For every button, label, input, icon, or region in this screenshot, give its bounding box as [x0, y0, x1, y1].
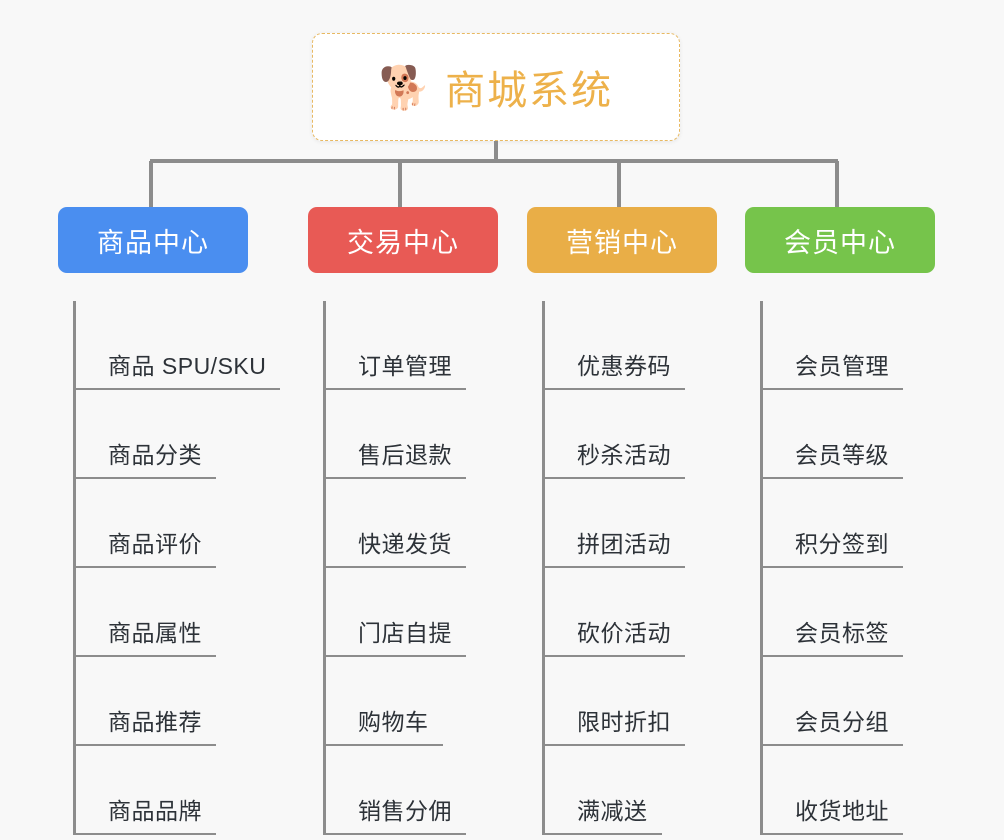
root-node-title: 商城系统	[445, 69, 614, 113]
list-item[interactable]: 商品 SPU/SKU	[76, 301, 281, 390]
list-item-label: 会员等级	[763, 436, 903, 479]
list-item[interactable]: 购物车	[326, 657, 498, 746]
branch-header-member-center[interactable]: 会员中心	[745, 207, 935, 273]
list-item[interactable]: 收货地址	[763, 746, 935, 835]
list-item[interactable]: 商品评价	[76, 479, 248, 568]
branch-column-marketing-center: 营销中心 优惠券码 秒杀活动 拼团活动 砍价活动 限时折扣 满减送	[527, 207, 717, 835]
branch-column-trade-center: 交易中心 订单管理 售后退款 快递发货 门店自提 购物车 销售分佣	[308, 207, 498, 835]
list-item-label: 快递发货	[326, 525, 466, 568]
list-item[interactable]: 满减送	[545, 746, 717, 835]
list-item[interactable]: 售后退款	[326, 390, 498, 479]
list-item-label: 商品 SPU/SKU	[76, 347, 281, 390]
list-item-label: 商品属性	[76, 614, 216, 657]
list-item-label: 秒杀活动	[545, 436, 685, 479]
list-item[interactable]: 限时折扣	[545, 657, 717, 746]
list-item-label: 订单管理	[326, 347, 466, 390]
list-item-label: 拼团活动	[545, 525, 685, 568]
list-item-label: 砍价活动	[545, 614, 685, 657]
shiba-dog-face-icon: 🐕	[378, 64, 432, 111]
branch-header-marketing-center[interactable]: 营销中心	[527, 207, 717, 273]
root-node-shop-system[interactable]: 🐕 商城系统	[312, 33, 680, 141]
list-item-label: 销售分佣	[326, 792, 466, 835]
list-item[interactable]: 会员等级	[763, 390, 935, 479]
list-item[interactable]: 秒杀活动	[545, 390, 717, 479]
list-item[interactable]: 商品品牌	[76, 746, 248, 835]
list-item-label: 收货地址	[763, 792, 903, 835]
branch-items-trade-center: 订单管理 售后退款 快递发货 门店自提 购物车 销售分佣	[323, 301, 498, 835]
list-item[interactable]: 快递发货	[326, 479, 498, 568]
list-item-label: 限时折扣	[545, 703, 685, 746]
list-item-label: 会员分组	[763, 703, 903, 746]
list-item[interactable]: 商品分类	[76, 390, 248, 479]
branch-items-product-center: 商品 SPU/SKU 商品分类 商品评价 商品属性 商品推荐 商品品牌	[73, 301, 281, 835]
branch-items-member-center: 会员管理 会员等级 积分签到 会员标签 会员分组 收货地址	[760, 301, 935, 835]
list-item[interactable]: 会员分组	[763, 657, 935, 746]
list-item[interactable]: 销售分佣	[326, 746, 498, 835]
list-item[interactable]: 订单管理	[326, 301, 498, 390]
list-item-label: 商品推荐	[76, 703, 216, 746]
list-item[interactable]: 拼团活动	[545, 479, 717, 568]
list-item-label: 商品分类	[76, 436, 216, 479]
list-item-label: 会员管理	[763, 347, 903, 390]
list-item[interactable]: 门店自提	[326, 568, 498, 657]
list-item-label: 商品评价	[76, 525, 216, 568]
list-item-label: 售后退款	[326, 436, 466, 479]
list-item[interactable]: 砍价活动	[545, 568, 717, 657]
list-item-label: 积分签到	[763, 525, 903, 568]
branch-header-product-center[interactable]: 商品中心	[58, 207, 248, 273]
list-item[interactable]: 商品属性	[76, 568, 248, 657]
list-item-label: 会员标签	[763, 614, 903, 657]
branch-column-product-center: 商品中心 商品 SPU/SKU 商品分类 商品评价 商品属性 商品推荐 商品品牌	[58, 207, 281, 835]
list-item-label: 商品品牌	[76, 792, 216, 835]
list-item[interactable]: 积分签到	[763, 479, 935, 568]
list-item-label: 购物车	[326, 703, 443, 746]
list-item[interactable]: 会员管理	[763, 301, 935, 390]
branch-column-member-center: 会员中心 会员管理 会员等级 积分签到 会员标签 会员分组 收货地址	[745, 207, 935, 835]
list-item-label: 优惠券码	[545, 347, 685, 390]
list-item[interactable]: 优惠券码	[545, 301, 717, 390]
list-item-label: 门店自提	[326, 614, 466, 657]
branch-items-marketing-center: 优惠券码 秒杀活动 拼团活动 砍价活动 限时折扣 满减送	[542, 301, 717, 835]
branch-header-trade-center[interactable]: 交易中心	[308, 207, 498, 273]
list-item[interactable]: 商品推荐	[76, 657, 248, 746]
list-item[interactable]: 会员标签	[763, 568, 935, 657]
list-item-label: 满减送	[545, 792, 662, 835]
